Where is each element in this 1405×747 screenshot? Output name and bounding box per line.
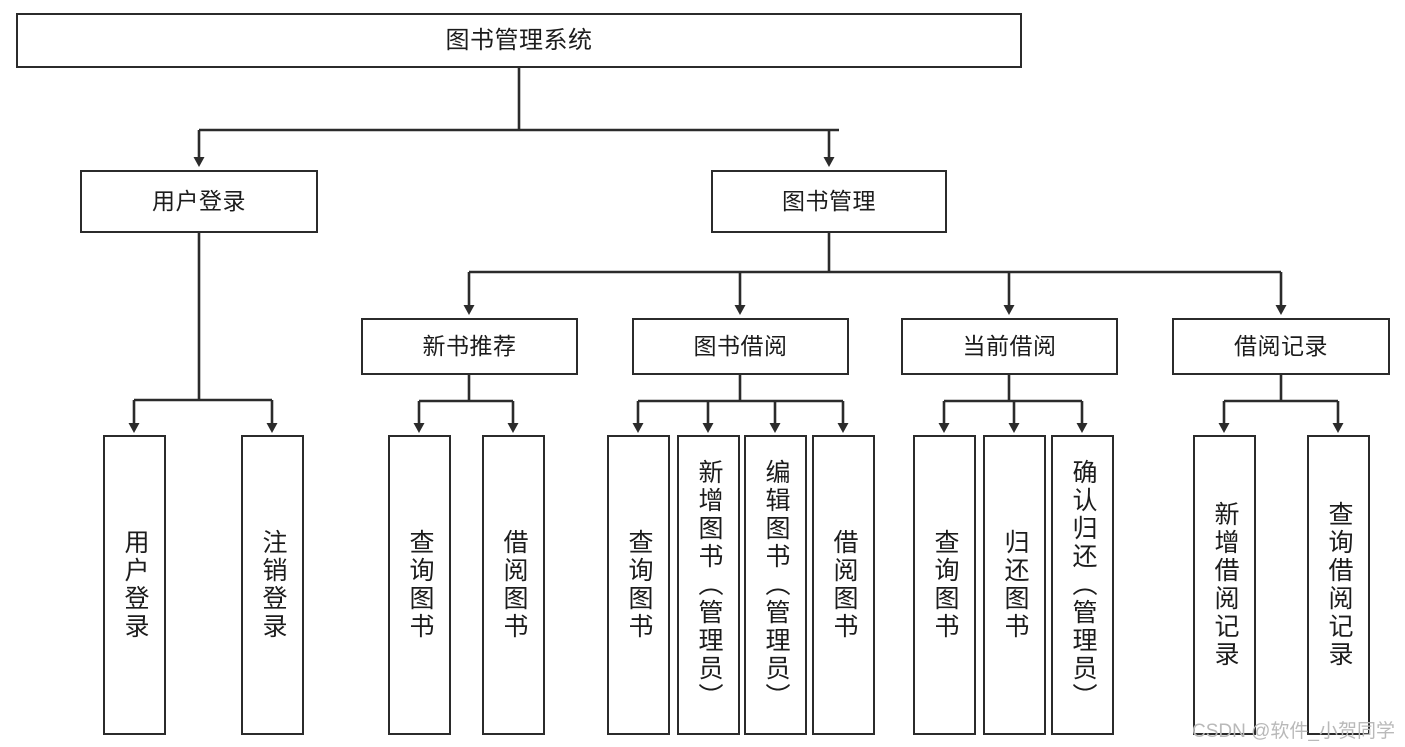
node-leaf-query-book-3-label: 查询图书 xyxy=(931,529,959,641)
node-leaf-logout-label: 注销登录 xyxy=(259,529,287,641)
node-leaf-borrow-book-2-label: 借阅图书 xyxy=(830,529,858,641)
node-borrow-record[interactable]: 借阅记录 xyxy=(1172,318,1390,375)
node-current-borrow-label: 当前借阅 xyxy=(962,333,1057,360)
node-leaf-user-login[interactable]: 用户登录 xyxy=(103,435,166,735)
node-book-manage[interactable]: 图书管理 xyxy=(711,170,947,233)
node-leaf-user-login-label: 用户登录 xyxy=(121,529,149,641)
node-book-borrow[interactable]: 图书借阅 xyxy=(632,318,849,375)
node-new-book-rec-label: 新书推荐 xyxy=(422,333,517,360)
node-leaf-add-book[interactable]: 新增图书（管理员） xyxy=(677,435,740,735)
node-current-borrow[interactable]: 当前借阅 xyxy=(901,318,1118,375)
node-root-label: 图书管理系统 xyxy=(445,26,593,54)
node-leaf-query-record-label: 查询借阅记录 xyxy=(1325,501,1353,669)
node-leaf-query-book-2-label: 查询图书 xyxy=(625,529,653,641)
node-borrow-record-label: 借阅记录 xyxy=(1234,333,1328,360)
node-leaf-query-book-1[interactable]: 查询图书 xyxy=(388,435,451,735)
node-user-login-label: 用户登录 xyxy=(152,188,246,215)
node-leaf-confirm-return[interactable]: 确认归还（管理员） xyxy=(1051,435,1114,735)
node-leaf-query-book-1-label: 查询图书 xyxy=(406,529,434,641)
node-leaf-edit-book[interactable]: 编辑图书（管理员） xyxy=(744,435,807,735)
node-book-borrow-label: 图书借阅 xyxy=(693,333,788,360)
node-leaf-query-book-3[interactable]: 查询图书 xyxy=(913,435,976,735)
node-leaf-borrow-book-1-label: 借阅图书 xyxy=(500,529,528,641)
node-leaf-edit-book-label: 编辑图书（管理员） xyxy=(762,459,790,711)
node-leaf-return-book-label: 归还图书 xyxy=(1001,529,1029,641)
node-leaf-logout[interactable]: 注销登录 xyxy=(241,435,304,735)
node-new-book-rec[interactable]: 新书推荐 xyxy=(361,318,578,375)
node-leaf-add-record[interactable]: 新增借阅记录 xyxy=(1193,435,1256,735)
node-leaf-query-record[interactable]: 查询借阅记录 xyxy=(1307,435,1370,735)
node-book-manage-label: 图书管理 xyxy=(782,188,876,215)
node-user-login[interactable]: 用户登录 xyxy=(80,170,318,233)
node-leaf-add-record-label: 新增借阅记录 xyxy=(1211,501,1239,669)
node-leaf-return-book[interactable]: 归还图书 xyxy=(983,435,1046,735)
node-root[interactable]: 图书管理系统 xyxy=(16,13,1022,68)
node-leaf-borrow-book-1[interactable]: 借阅图书 xyxy=(482,435,545,735)
node-leaf-add-book-label: 新增图书（管理员） xyxy=(695,459,723,711)
node-leaf-borrow-book-2[interactable]: 借阅图书 xyxy=(812,435,875,735)
node-leaf-query-book-2[interactable]: 查询图书 xyxy=(607,435,670,735)
node-leaf-confirm-return-label: 确认归还（管理员） xyxy=(1069,459,1097,711)
